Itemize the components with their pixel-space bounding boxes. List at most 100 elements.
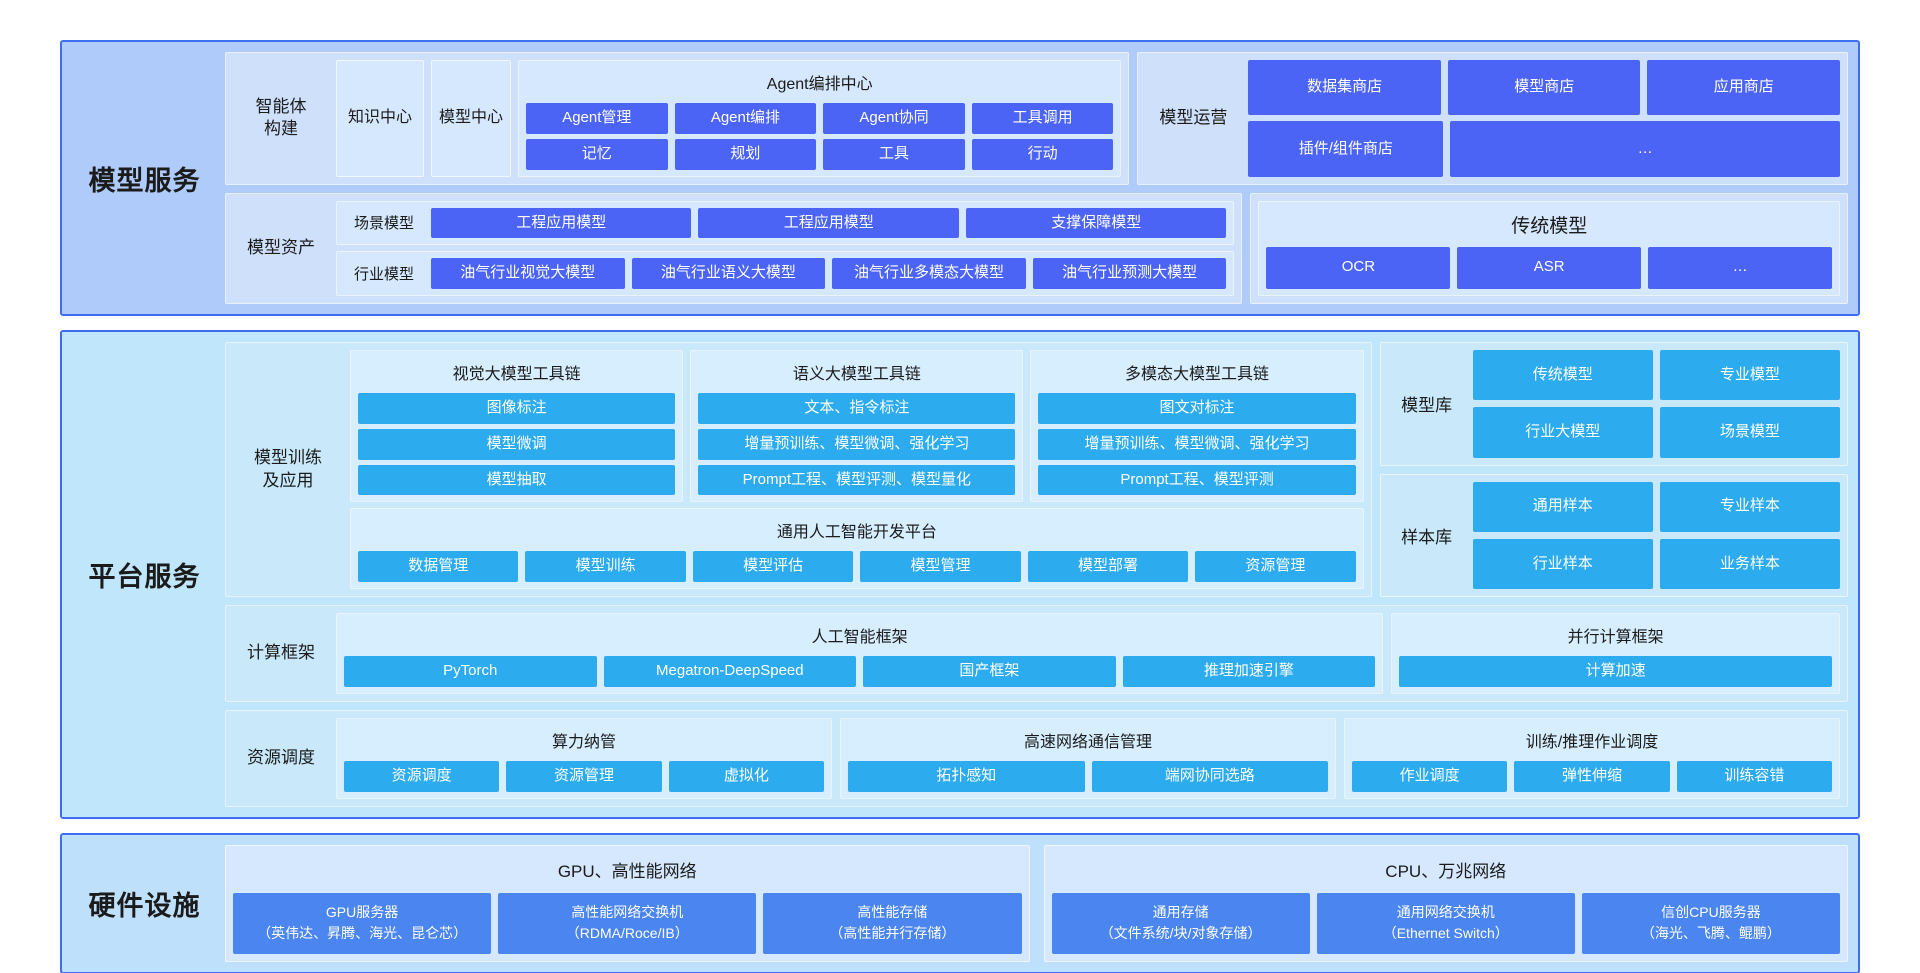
model-center-box[interactable]: 模型中心 [431,60,511,177]
chip-plugin-component-store[interactable]: 插件/组件商店 [1248,121,1444,177]
chip-sample-general[interactable]: 通用样本 [1472,481,1653,532]
chip-job-scheduling[interactable]: 作业调度 [1352,760,1508,792]
chip-agent-orchestration[interactable]: Agent编排 [674,103,817,134]
chip-hp-network-switch-line2: （RDMA/Roce/IB） [565,925,689,942]
chip-model-evaluation[interactable]: 模型评估 [692,551,854,582]
chip-prompt-eval-quantization[interactable]: Prompt工程、模型评测、模型量化 [698,464,1016,496]
chip-megatron-deepspeed[interactable]: Megatron-DeepSpeed [603,656,857,687]
chip-hp-storage[interactable]: 高性能存储 （高性能并行存储） [763,892,1022,954]
chip-repo-professional-model[interactable]: 专业模型 [1659,350,1840,401]
model-assets-label: 模型资产 [247,238,315,258]
sample-repo-label: 样本库 [1401,527,1453,547]
chip-training-fault-tolerance[interactable]: 训练容错 [1676,760,1832,792]
chip-image-annotation[interactable]: 图像标注 [358,393,676,424]
chip-operation-more[interactable]: … [1450,121,1840,177]
chip-agent-collaboration[interactable]: Agent协同 [823,103,965,134]
knowledge-center-box[interactable]: 知识中心 [336,60,424,177]
hardware-gpu-panel: GPU、高性能网络 GPU服务器 （英伟达、昇腾、海光、昆仑芯） 高性能网络交换… [225,844,1030,962]
toolchain-semantic: 语义大模型工具链 文本、指令标注 增量预训练、模型微调、强化学习 Prompt工… [690,350,1024,503]
chip-inference-accel-engine[interactable]: 推理加速引擎 [1122,656,1376,687]
chip-engineering-app-model-1[interactable]: 工程应用模型 [431,207,692,239]
chip-oilgas-semantic-model[interactable]: 油气行业语义大模型 [631,258,826,289]
network-comm-panel: 高速网络通信管理 拓扑感知 端网协同选路 [840,717,1336,799]
agent-orchestration-row-2: 记忆 规划 工具 行动 [526,138,1114,170]
chip-memory[interactable]: 记忆 [526,138,668,170]
ai-framework-caption: 人工智能框架 [811,629,908,646]
chip-resource-management-dev[interactable]: 资源管理 [1195,551,1356,582]
chip-dataset-store[interactable]: 数据集商店 [1248,60,1441,116]
sample-repo-row-2: 行业样本 业务样本 [1472,538,1840,589]
toolchain-row: 视觉大模型工具链 图像标注 模型微调 模型抽取 语义大模型工具链 文本、指令标注… [350,350,1364,503]
chip-compute-acceleration[interactable]: 计算加速 [1399,656,1832,687]
chip-prompt-eval-multimodal[interactable]: Prompt工程、模型评测 [1038,464,1356,496]
layer-body-hardware: GPU、高性能网络 GPU服务器 （英伟达、昇腾、海光、昆仑芯） 高性能网络交换… [225,844,1848,962]
chip-tools[interactable]: 工具 [823,138,965,170]
network-comm-caption: 高速网络通信管理 [1023,733,1152,751]
chip-ocr[interactable]: OCR [1266,246,1451,289]
chip-model-finetune-vision[interactable]: 模型微调 [358,428,676,460]
chip-general-network-switch[interactable]: 通用网络交换机 （Ethernet Switch） [1316,892,1575,954]
chip-hp-network-switch[interactable]: 高性能网络交换机 （RDMA/Roce/IB） [498,892,757,954]
chip-action[interactable]: 行动 [971,138,1114,170]
chip-model-extraction[interactable]: 模型抽取 [358,464,676,496]
toolchain-multimodal: 多模态大模型工具链 图文对标注 增量预训练、模型微调、强化学习 Prompt工程… [1030,350,1364,503]
chip-domestic-framework[interactable]: 国产框架 [863,656,1116,687]
dev-platform-caption: 通用人工智能开发平台 [776,524,937,542]
parallel-framework-wrap: 并行计算框架 计算加速 [1391,613,1840,694]
layer-title-hardware: 硬件设施 [88,890,201,921]
compute-pooling-panel: 算力纳管 资源调度 资源管理 虚拟化 [336,717,832,799]
chip-incremental-pretrain-semantic[interactable]: 增量预训练、模型微调、强化学习 [698,428,1016,460]
ai-framework-panel: 人工智能框架 PyTorch Megatron-DeepSpeed 国产框架 推… [336,613,1384,694]
chip-topology-awareness[interactable]: 拓扑感知 [848,760,1085,792]
agent-orchestration-caption: Agent编排中心 [766,76,873,93]
chip-model-management[interactable]: 模型管理 [860,551,1021,582]
chip-image-text-pair-annotation[interactable]: 图文对标注 [1038,393,1356,424]
chip-app-store[interactable]: 应用商店 [1647,60,1840,116]
agent-build-group: 智能体 构建 知识中心 模型中心 Agent编排中心 Agent管理 Agent… [225,52,1130,185]
agent-build-label: 智能体 构建 [233,60,329,177]
chip-general-storage[interactable]: 通用存储 （文件系统/块/对象存储） [1051,892,1310,954]
chip-sample-professional[interactable]: 专业样本 [1659,481,1840,532]
chip-asr[interactable]: ASR [1457,246,1642,289]
chip-repo-traditional-model[interactable]: 传统模型 [1472,350,1653,401]
job-scheduling-items: 作业调度 弹性伸缩 训练容错 [1352,760,1832,792]
chip-oilgas-multimodal-model[interactable]: 油气行业多模态大模型 [832,258,1026,289]
chip-data-management[interactable]: 数据管理 [358,551,519,582]
chip-xinchuang-cpu-server[interactable]: 信创CPU服务器 （海光、飞腾、鲲鹏） [1581,892,1841,954]
compute-framework-box: 计算框架 人工智能框架 PyTorch Megatron-DeepSpeed 国… [225,605,1848,702]
hardware-gpu-caption: GPU、高性能网络 [557,861,697,881]
chip-model-deployment[interactable]: 模型部署 [1027,551,1189,582]
chip-virtualization[interactable]: 虚拟化 [668,760,824,792]
chip-resource-scheduling[interactable]: 资源调度 [344,760,500,792]
sample-repo-row-1: 通用样本 专业样本 [1472,481,1840,532]
chip-agent-management[interactable]: Agent管理 [526,103,668,134]
chip-hp-storage-line1: 高性能存储 [857,903,928,920]
chip-model-training[interactable]: 模型训练 [525,551,686,582]
layer-title-platform-service: 平台服务 [88,561,201,592]
chip-sample-business[interactable]: 业务样本 [1659,538,1840,589]
model-repo-box: 模型库 传统模型 专业模型 行业大模型 场景模型 [1379,342,1848,466]
industry-model-label: 行业模型 [353,266,414,284]
chip-incremental-pretrain-multimodal[interactable]: 增量预训练、模型微调、强化学习 [1038,428,1356,460]
chip-planning[interactable]: 规划 [674,138,817,170]
chip-repo-industry-large-model[interactable]: 行业大模型 [1472,407,1653,458]
chip-text-instruction-annotation[interactable]: 文本、指令标注 [698,393,1016,424]
chip-tool-invocation[interactable]: 工具调用 [971,103,1114,134]
chip-traditional-more[interactable]: … [1648,246,1832,289]
chip-resource-management[interactable]: 资源管理 [506,760,662,792]
chip-oilgas-prediction-model[interactable]: 油气行业预测大模型 [1032,258,1227,289]
chip-pytorch[interactable]: PyTorch [344,656,597,687]
parallel-framework-items: 计算加速 [1399,656,1832,687]
chip-sample-industry[interactable]: 行业样本 [1472,538,1653,589]
chip-engineering-app-model-2[interactable]: 工程应用模型 [698,207,959,239]
ai-framework-wrap: 人工智能框架 PyTorch Megatron-DeepSpeed 国产框架 推… [336,613,1384,694]
chip-repo-scene-model[interactable]: 场景模型 [1659,407,1840,458]
model-operation-box: 模型运营 数据集商店 模型商店 应用商店 插件/组件商店 … [1137,52,1848,185]
chip-support-guarantee-model[interactable]: 支撑保障模型 [965,207,1227,239]
chip-elastic-scaling[interactable]: 弹性伸缩 [1514,760,1670,792]
dev-platform-items: 数据管理 模型训练 模型评估 模型管理 模型部署 资源管理 [358,551,1356,582]
chip-end-network-routing[interactable]: 端网协同选路 [1091,760,1328,792]
chip-model-store[interactable]: 模型商店 [1447,60,1641,116]
chip-oilgas-vision-model[interactable]: 油气行业视觉大模型 [431,258,625,289]
chip-gpu-server[interactable]: GPU服务器 （英伟达、昇腾、海光、昆仑芯） [233,892,492,954]
